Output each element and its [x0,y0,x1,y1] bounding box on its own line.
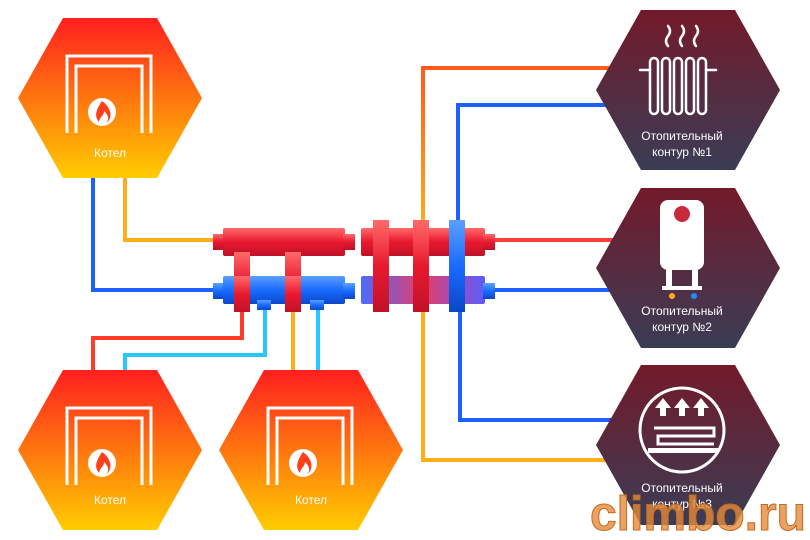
boiler-1: Котел [18,18,202,178]
circuit-hexagon [596,10,780,170]
boiler2-supply-pipe [91,303,244,374]
boiler-hexagon [18,370,202,530]
return-header [213,276,355,312]
circuit-label-line2: контур №2 [652,320,712,334]
flame-icon [289,449,317,477]
collector-manifold [213,220,495,312]
boiler2-return-pipe [123,303,267,374]
hydraulic-separator [361,220,495,312]
circuit-label-line2: контур №1 [652,145,712,159]
boiler-label: Котел [295,493,327,507]
circuit1-return-pipe [456,103,620,230]
circuit-label-line1: Отопительный [641,129,722,143]
flame-icon [88,449,116,477]
boiler-icon [65,406,153,485]
flame-icon [88,98,116,126]
boiler-2: Котел [18,370,202,530]
pipes [91,66,652,462]
circuit3-supply-pipe [421,303,652,462]
watermark: climbo.ru [590,488,806,540]
boiler-hexagon [219,370,403,530]
water-heater-icon [660,200,704,299]
circuit-1: Отопительный контур №1 [596,10,780,170]
boiler-hexagon [18,18,202,178]
boiler1-supply-pipe [123,176,217,242]
circuit-3: Отопительный контур №3 [596,365,780,525]
circuit-label-line2: контур №3 [652,497,712,511]
floor-heating-icon [638,386,726,474]
boiler-icon [65,54,153,133]
boiler-3: Котел [219,370,403,530]
boiler-icon [266,406,354,485]
radiator-icon [638,24,718,116]
circuit-label-line1: Отопительный [641,481,722,495]
boiler1-return-pipe [91,176,217,292]
circuit1-supply-pipe [421,66,620,230]
circuit-2: Отопительный контур №2 [596,188,780,348]
boiler-label: Котел [94,146,126,160]
circuit-label-line1: Отопительный [641,304,722,318]
circuit3-return-pipe [458,303,622,422]
boiler-label: Котел [94,493,126,507]
